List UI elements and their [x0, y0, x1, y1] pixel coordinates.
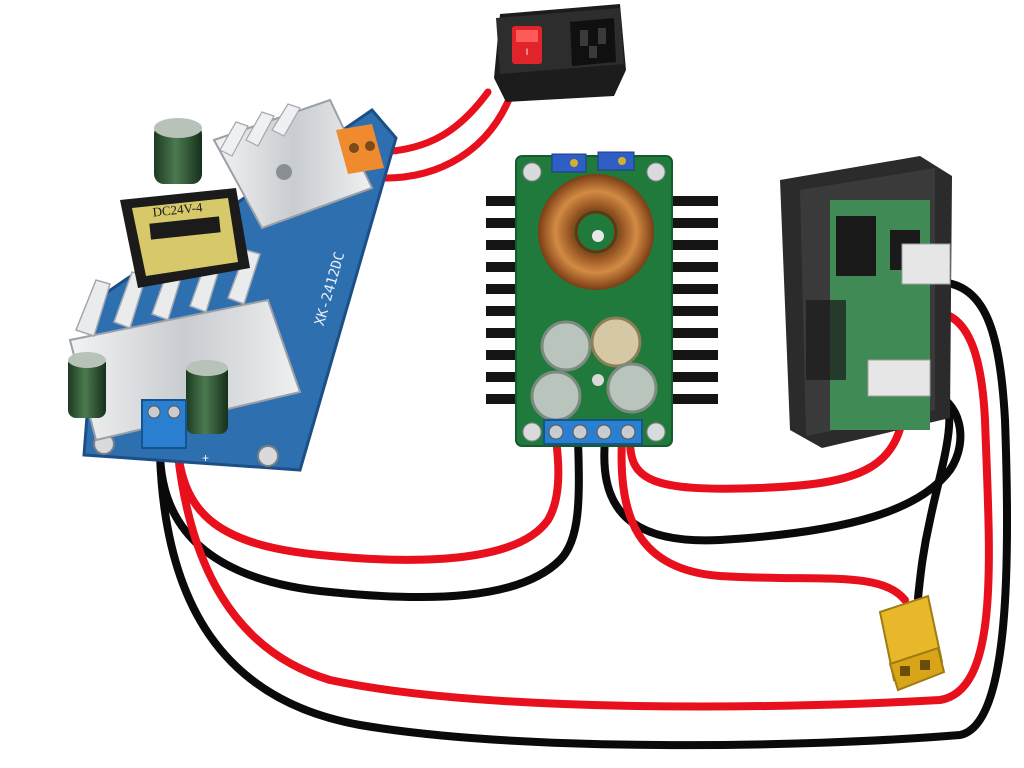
converter-capacitors — [530, 316, 658, 422]
capacitor — [68, 356, 106, 418]
converter-mount-hole — [646, 162, 666, 182]
wire-ac-2 — [374, 88, 516, 182]
potentiometer-voltage[interactable] — [551, 153, 587, 173]
converter-mount-hole — [522, 422, 542, 442]
buck-converter — [486, 151, 718, 447]
psu-board: DC24V-4 + XK-2412DC — [68, 98, 398, 472]
wire-psu-pos-to-meter — [174, 307, 993, 711]
psu-model-label: DC24V-4 — [152, 199, 204, 219]
volt-amp-meter — [780, 156, 952, 448]
psu-capacitors — [68, 118, 228, 434]
psu-plus-mark: + — [202, 451, 209, 465]
wire-out-pos-to-meter — [626, 386, 909, 493]
psu-heatsink-small — [212, 98, 374, 230]
wire-out-neg-to-meter — [600, 388, 965, 545]
capacitor — [154, 124, 202, 184]
iec-socket — [570, 18, 616, 66]
wire-ac-1 — [376, 88, 492, 156]
iec-pin-left — [580, 30, 588, 46]
switch-on-mark: I — [526, 47, 529, 57]
psu-output-terminal: + — [141, 399, 209, 465]
wire-psu-neg-to-converter — [156, 436, 583, 602]
potentiometer-current[interactable] — [597, 151, 635, 171]
converter-mount-hole — [522, 162, 542, 182]
xt60-connector — [878, 594, 946, 692]
iec-pin-ground — [589, 46, 597, 58]
transformer: DC24V-4 — [120, 188, 250, 288]
power-switch-highlight — [516, 30, 538, 42]
wire-out-pos-to-xt60 — [617, 436, 909, 604]
wire-psu-pos-to-converter — [174, 436, 563, 564]
psu-input-terminal — [336, 124, 384, 174]
capacitor — [186, 364, 228, 434]
wires — [156, 88, 1012, 750]
ac-inlet-module: I — [494, 4, 626, 102]
converter-mount-hole — [646, 422, 666, 442]
meter-connector-bottom — [867, 359, 931, 397]
wire-psu-neg-to-meter — [156, 278, 1012, 750]
psu-mount-hole — [257, 445, 279, 467]
iec-pin-right — [598, 28, 606, 44]
converter-terminal-block — [543, 419, 643, 445]
meter-connector-top — [901, 243, 951, 285]
